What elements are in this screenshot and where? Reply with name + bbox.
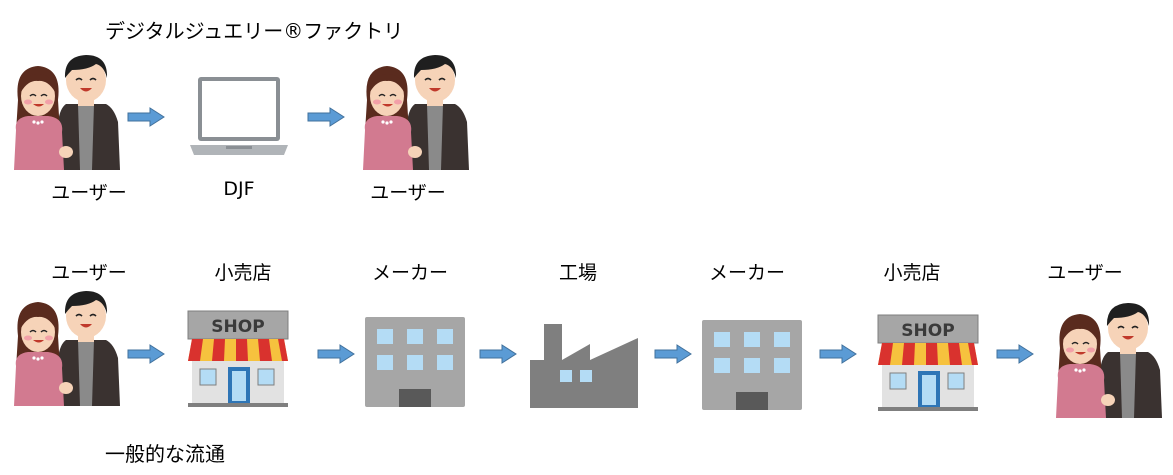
arrow-icon xyxy=(996,344,1034,364)
top-node-label-user: ユーザー xyxy=(370,182,446,204)
factory-icon xyxy=(530,324,638,408)
top-node-label-user: ユーザー xyxy=(51,182,127,204)
shop-icon: SHOP xyxy=(877,314,979,412)
arrow-icon xyxy=(127,107,165,127)
couple-icon xyxy=(362,54,470,171)
couple-icon xyxy=(13,54,121,171)
laptop-icon xyxy=(190,77,288,155)
bottom-node-label-user: ユーザー xyxy=(51,262,127,284)
bottom-node-label-maker: メーカー xyxy=(708,262,785,284)
bottom-node-label-maker: メーカー xyxy=(371,262,448,284)
arrow-icon xyxy=(317,344,355,364)
general-flow-title: 一般的な流通 xyxy=(105,442,225,466)
arrow-icon xyxy=(819,344,857,364)
arrow-icon xyxy=(654,344,692,364)
arrow-icon xyxy=(479,344,517,364)
shop-sign-text: SHOP xyxy=(211,317,264,337)
office-building-icon xyxy=(702,320,802,410)
djf-flow-title: デジタルジュエリー®ファクトリ xyxy=(105,19,404,43)
arrow-icon xyxy=(127,344,165,364)
shop-sign-text: SHOP xyxy=(901,321,954,341)
bottom-node-label-retailer: 小売店 xyxy=(214,262,272,284)
arrow-icon xyxy=(307,107,345,127)
bottom-node-label-retailer: 小売店 xyxy=(883,262,941,284)
shop-icon: SHOP xyxy=(187,310,289,408)
bottom-node-label-user: ユーザー xyxy=(1047,262,1123,284)
couple-icon xyxy=(13,290,121,407)
bottom-node-label-factory: 工場 xyxy=(558,262,597,284)
office-building-icon xyxy=(365,317,465,407)
top-node-label-djf: DJF xyxy=(223,178,255,200)
couple-icon xyxy=(1055,302,1163,419)
